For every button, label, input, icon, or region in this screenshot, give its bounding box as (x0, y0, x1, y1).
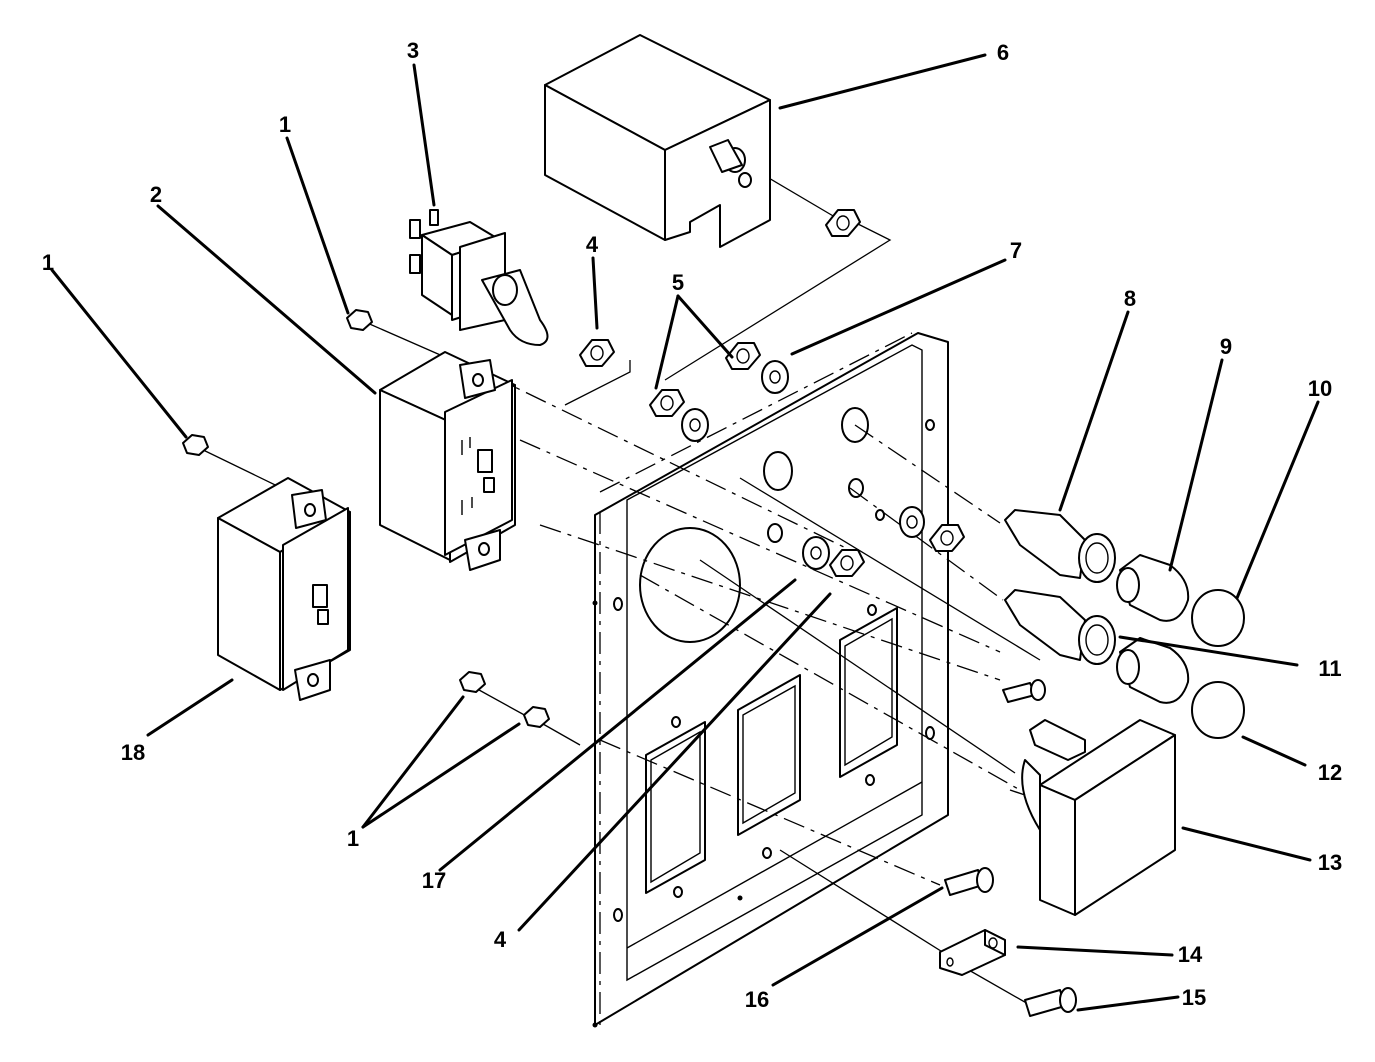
callout-10: 10 (1308, 376, 1332, 401)
callout-18: 18 (121, 740, 145, 765)
gfci-receptacle-upper (379, 351, 516, 571)
callout-1-left: 1 (42, 250, 54, 275)
control-panel-plate (592, 332, 949, 1028)
hour-meter (1009, 719, 1176, 916)
callout-16: 16 (745, 987, 769, 1012)
flat-washer (681, 360, 925, 570)
callout-labels: 3 6 1 2 1 4 5 7 8 9 10 11 12 13 14 15 16… (42, 38, 1342, 1012)
lock-nut (579, 209, 965, 577)
callout-1-top: 1 (279, 112, 291, 137)
callout-5: 5 (672, 270, 684, 295)
lamp-lens (1191, 589, 1245, 739)
toggle-switch (409, 209, 549, 346)
callout-9: 9 (1220, 334, 1232, 359)
cable-clamp (939, 929, 1006, 976)
lamp-bulb (1116, 554, 1190, 704)
callout-6: 6 (997, 40, 1009, 65)
callout-7: 7 (1010, 238, 1022, 263)
callout-3: 3 (407, 38, 419, 63)
leader-lines (50, 53, 1320, 1012)
callout-2: 2 (150, 182, 162, 207)
callout-8: 8 (1124, 286, 1136, 311)
gfci-receptacle-lower (217, 477, 351, 701)
machine-screw (944, 679, 1077, 1017)
callout-15: 15 (1182, 985, 1206, 1010)
lamp-holder (1004, 509, 1116, 665)
relay-box (544, 34, 771, 248)
callout-4-top: 4 (586, 232, 599, 257)
callout-13: 13 (1318, 850, 1342, 875)
hex-nut (182, 309, 550, 728)
callout-1-bottom: 1 (347, 826, 359, 851)
callout-11: 11 (1318, 656, 1341, 681)
callout-14: 14 (1178, 942, 1203, 967)
callout-4-bottom: 4 (494, 927, 507, 952)
callout-12: 12 (1318, 760, 1342, 785)
callout-17: 17 (422, 868, 446, 893)
